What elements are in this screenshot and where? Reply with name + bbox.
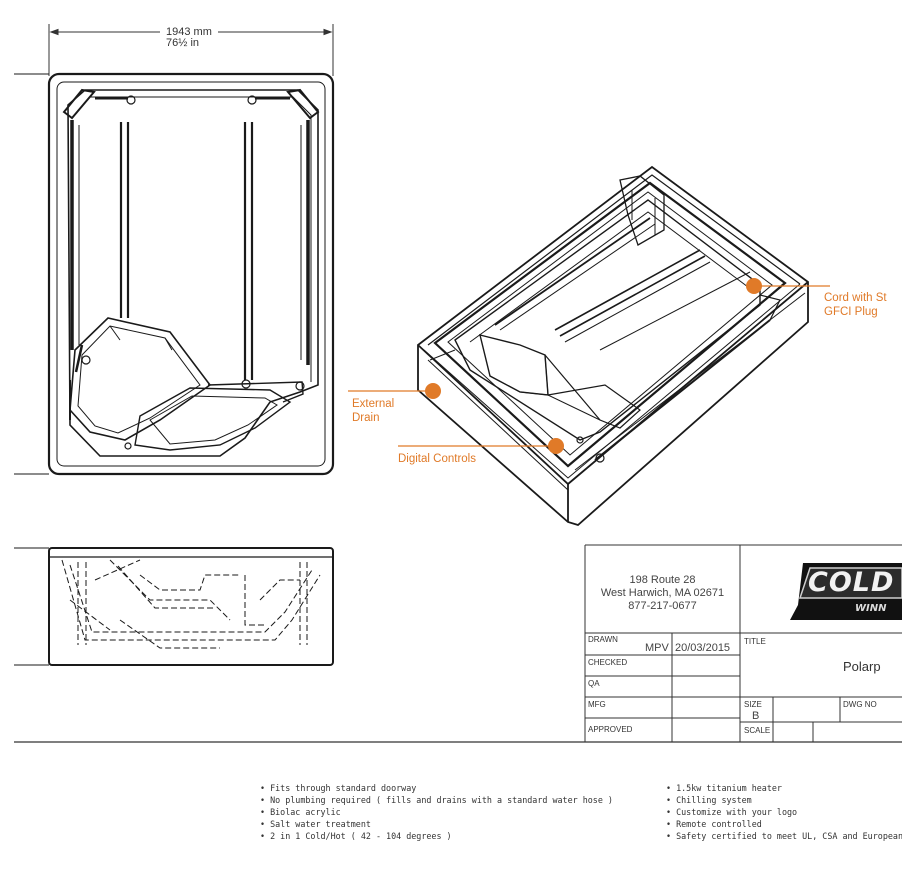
- title-value: Polarp: [843, 659, 881, 674]
- company-logo-text: COLD: [808, 567, 895, 598]
- isometric-view: [417, 165, 809, 527]
- dimension-inches: 76½ in: [166, 37, 200, 49]
- dwg-no-label: DWG NO: [843, 700, 877, 709]
- drawn-date: 20/03/2015: [675, 642, 731, 654]
- width-dimension-line: [48, 24, 334, 76]
- callout-cord-line1: Cord with St: [824, 292, 887, 304]
- features-list-right: • 1.5kw titanium heater • Chilling syste…: [666, 782, 902, 842]
- callout-cord-line2: GFCI Plug: [824, 306, 878, 318]
- drawn-by: MPV: [645, 642, 669, 654]
- feature-item: • No plumbing required ( fills and drain…: [260, 795, 613, 805]
- callout-drain-line1: External: [352, 398, 395, 410]
- callout-external-drain: External Drain: [352, 397, 394, 425]
- feature-item: • 2 in 1 Cold/Hot ( 42 - 104 degrees ): [260, 831, 452, 841]
- address-line3: 877-217-0677: [628, 600, 697, 612]
- company-logo-subtext: WINN: [855, 603, 887, 614]
- features-list-left: • Fits through standard doorway • No plu…: [260, 782, 613, 842]
- logo-plate: [790, 563, 902, 620]
- address-line2: West Harwich, MA 02671: [600, 587, 725, 599]
- size-value: B: [752, 710, 760, 722]
- feature-item: • Remote controlled: [666, 819, 762, 829]
- callout-digital-controls: Digital Controls: [398, 453, 476, 465]
- title-block-grid: [584, 544, 902, 742]
- address-line1: 198 Route 28: [629, 574, 696, 586]
- feature-item: • Customize with your logo: [666, 807, 798, 817]
- callout-drain-line2: Drain: [352, 412, 380, 424]
- side-view: [14, 547, 334, 666]
- feature-item: • Safety certified to meet UL, CSA and E…: [666, 831, 902, 841]
- feature-item: • Fits through standard doorway: [260, 783, 417, 793]
- size-label: SIZE: [744, 700, 762, 709]
- mfg-label: MFG: [588, 700, 606, 709]
- callout-cord: Cord with St GFCI Plug: [824, 291, 887, 319]
- feature-item: • 1.5kw titanium heater: [666, 783, 782, 793]
- title-label: TITLE: [744, 637, 766, 646]
- dimension-mm: 1943 mm: [166, 26, 212, 38]
- feature-item: • Biolac acrylic: [260, 807, 341, 817]
- callout-markers: [348, 278, 830, 454]
- approved-label: APPROVED: [588, 725, 633, 734]
- feature-item: • Chilling system: [666, 795, 752, 805]
- checked-label: CHECKED: [588, 658, 628, 667]
- feature-item: • Salt water treatment: [260, 819, 371, 829]
- company-address: 198 Route 28 West Harwich, MA 02671 877-…: [585, 574, 740, 613]
- scale-label: SCALE: [744, 726, 771, 735]
- qa-label: QA: [588, 679, 600, 688]
- drawn-label: DRAWN: [588, 635, 618, 644]
- top-view: [14, 72, 335, 476]
